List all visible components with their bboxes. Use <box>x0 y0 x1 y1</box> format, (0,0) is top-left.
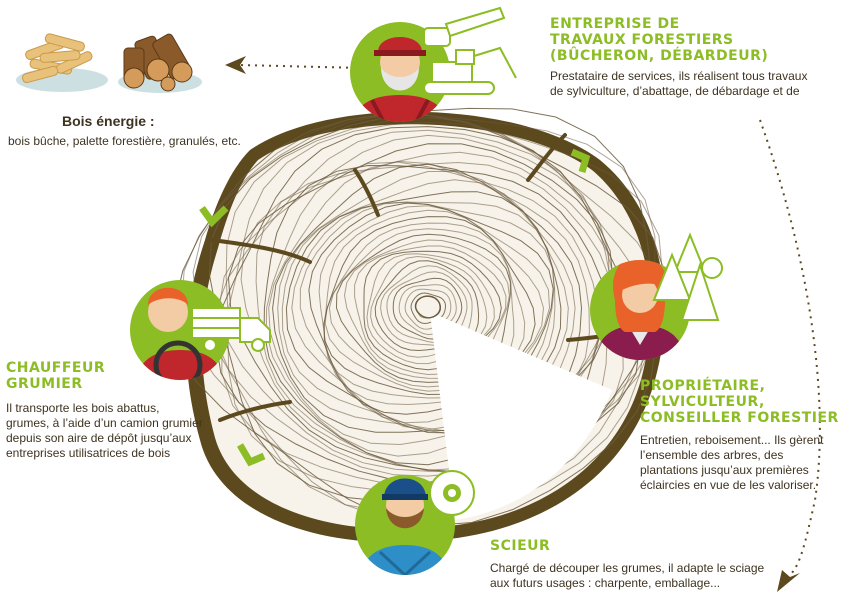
owner-badge <box>590 232 723 360</box>
owner-title-3: CONSEILLER FORESTIER <box>640 410 839 426</box>
skidder-icon <box>423 46 517 95</box>
lumberjack-desc-2: de sylviculture, d’abattage, de débardag… <box>550 84 800 98</box>
log-truck-icon <box>191 307 271 352</box>
sawyer-desc-2: aux futurs usages : charpente, emballage… <box>490 576 721 590</box>
sawyer-desc-1: Chargé de découper les grumes, il adapte… <box>490 561 765 575</box>
pellets-icon <box>16 33 108 92</box>
arrow-head-sawyer <box>777 570 800 592</box>
sawyer-title: SCIEUR <box>490 538 551 554</box>
driver-desc-3: depuis son aire de dépôt jusqu’aux <box>6 431 192 445</box>
arrow-to-owner <box>570 148 591 173</box>
arrow-to-driver <box>236 443 266 467</box>
lumberjack-title-1: ENTREPRISE DE <box>550 16 680 32</box>
owner-desc-1: Entretien, reboisement... Ils gèrent <box>640 433 824 447</box>
dotted-arrow-energy <box>239 64 363 69</box>
energy-title: Bois énergie : <box>62 113 155 129</box>
lumberjack-text: ENTREPRISE DE TRAVAUX FORESTIERS (BÛCHER… <box>550 16 807 99</box>
chainsaw-icon <box>423 6 506 47</box>
lumberjack-desc-1: Prestataire de services, ils réalisent t… <box>550 69 808 83</box>
sawyer-text: SCIEUR Chargé de découper les grumes, il… <box>490 538 764 591</box>
energy-block: Bois énergie : <box>62 113 155 129</box>
owner-title-2: SYLVICULTEUR, <box>640 394 765 410</box>
driver-desc-2: grumes, à l’aide d’un camion grumier <box>6 416 203 430</box>
dotted-arrows <box>225 56 821 592</box>
lumberjack-badge <box>350 6 517 122</box>
owner-text: PROPRIÉTAIRE, SYLVICULTEUR, CONSEILLER F… <box>640 378 839 493</box>
energy-desc: bois bûche, palette forestière, granulés… <box>8 134 241 148</box>
arrow-head-energy <box>225 56 246 74</box>
driver-title-2: GRUMIER <box>6 376 83 392</box>
owner-desc-3: plantations jusqu’aux premières <box>640 463 809 477</box>
owner-desc-2: l’ensemble des arbres, des <box>640 448 784 462</box>
driver-title-1: CHAUFFEUR <box>6 360 106 376</box>
energy-desc-block: bois bûche, palette forestière, granulés… <box>8 134 241 149</box>
saw-blade-icon <box>429 470 475 516</box>
lumberjack-title-3: (BÛCHERON, DÉBARDEUR) <box>550 48 769 64</box>
sawyer-badge <box>355 470 475 575</box>
dotted-arrow-sawyer <box>759 119 821 576</box>
owner-desc-4: éclaircies en vue de les valoriser. <box>640 478 817 492</box>
trees-icon <box>652 232 723 321</box>
wedge-cut <box>430 312 612 520</box>
driver-text: CHAUFFEUR GRUMIER Il transporte les bois… <box>6 360 203 461</box>
driver-desc-1: Il transporte les bois abattus, <box>6 401 160 415</box>
cycle-arrows <box>199 148 591 467</box>
driver-badge <box>130 280 271 380</box>
lumberjack-title-2: TRAVAUX FORESTIERS <box>550 32 734 48</box>
arrow-to-lumberjack <box>199 205 229 228</box>
driver-desc-4: entreprises utilisatrices de bois <box>6 446 171 460</box>
owner-title-1: PROPRIÉTAIRE, <box>640 378 766 394</box>
logs-icon <box>118 33 202 93</box>
pith <box>414 295 441 319</box>
log-cross-section <box>173 107 666 543</box>
